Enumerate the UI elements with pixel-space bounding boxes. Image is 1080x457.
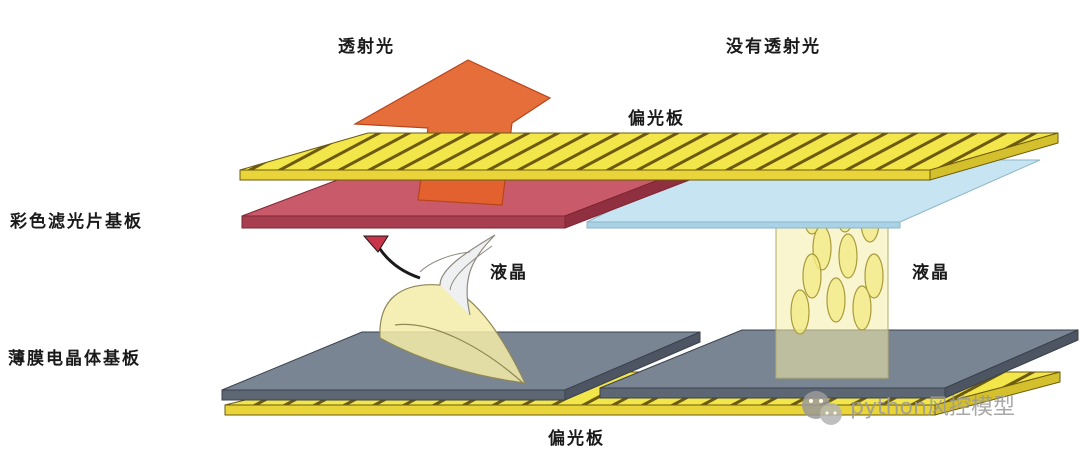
label-no-transmitted-light: 没有透射光: [726, 36, 821, 57]
wechat-icon: [802, 391, 842, 425]
watermark: python风控模型: [802, 391, 1015, 425]
label-liquid-crystal-left: 液晶: [490, 262, 528, 283]
watermark-text: python风控模型: [850, 395, 1015, 420]
liquid-crystal-twisted-left: [379, 234, 527, 384]
label-transmitted-light: 透射光: [338, 36, 395, 57]
label-polarizer-bottom: 偏光板: [548, 428, 605, 449]
twist-arrow: [362, 235, 421, 280]
label-polarizer-top: 偏光板: [628, 108, 685, 129]
label-liquid-crystal-right: 液晶: [912, 262, 950, 283]
tft-substrate-left: [221, 331, 701, 401]
top-polarizer: [239, 132, 1059, 181]
label-tft-substrate: 薄膜电晶体基板: [8, 348, 141, 369]
label-color-filter-substrate: 彩色滤光片基板: [9, 211, 143, 232]
